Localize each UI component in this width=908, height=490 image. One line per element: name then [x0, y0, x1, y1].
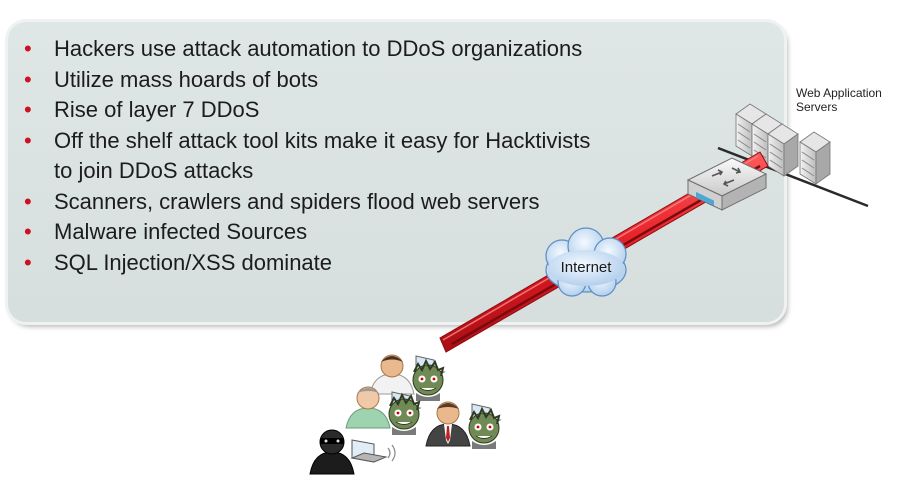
server-rack-icon: [799, 131, 831, 185]
bot-zombie-icon: [468, 406, 501, 449]
internet-cloud-icon: Internet: [545, 227, 627, 297]
bullet-list: Hackers use attack automation to DDoS or…: [20, 34, 700, 278]
bullet-item: Scanners, crawlers and spiders flood web…: [20, 187, 700, 218]
bullet-item: SQL Injection/XSS dominate: [20, 248, 700, 279]
user-icon: [369, 354, 415, 395]
network-switch-icon: [686, 157, 768, 211]
bot-zombie-icon: [388, 392, 421, 435]
user-icon: [425, 401, 471, 447]
server-rack-icon: [767, 123, 799, 177]
servers-label: Web Application Servers: [796, 86, 882, 114]
bullet-item: Malware infected Sources: [20, 217, 700, 248]
internet-label: Internet: [561, 259, 613, 276]
bullet-item: Hackers use attack automation to DDoS or…: [20, 34, 700, 65]
laptop-icon: [350, 439, 396, 463]
bullet-item: Rise of layer 7 DDoS: [20, 95, 700, 126]
bullet-item: Utilize mass hoards of bots: [20, 65, 700, 96]
user-icon: [345, 386, 391, 429]
bot-zombie-icon: [412, 358, 445, 401]
server-link-line: [717, 146, 869, 208]
bullet-item: Off the shelf attack tool kits make it e…: [20, 126, 700, 187]
hacker-icon: [309, 429, 355, 475]
